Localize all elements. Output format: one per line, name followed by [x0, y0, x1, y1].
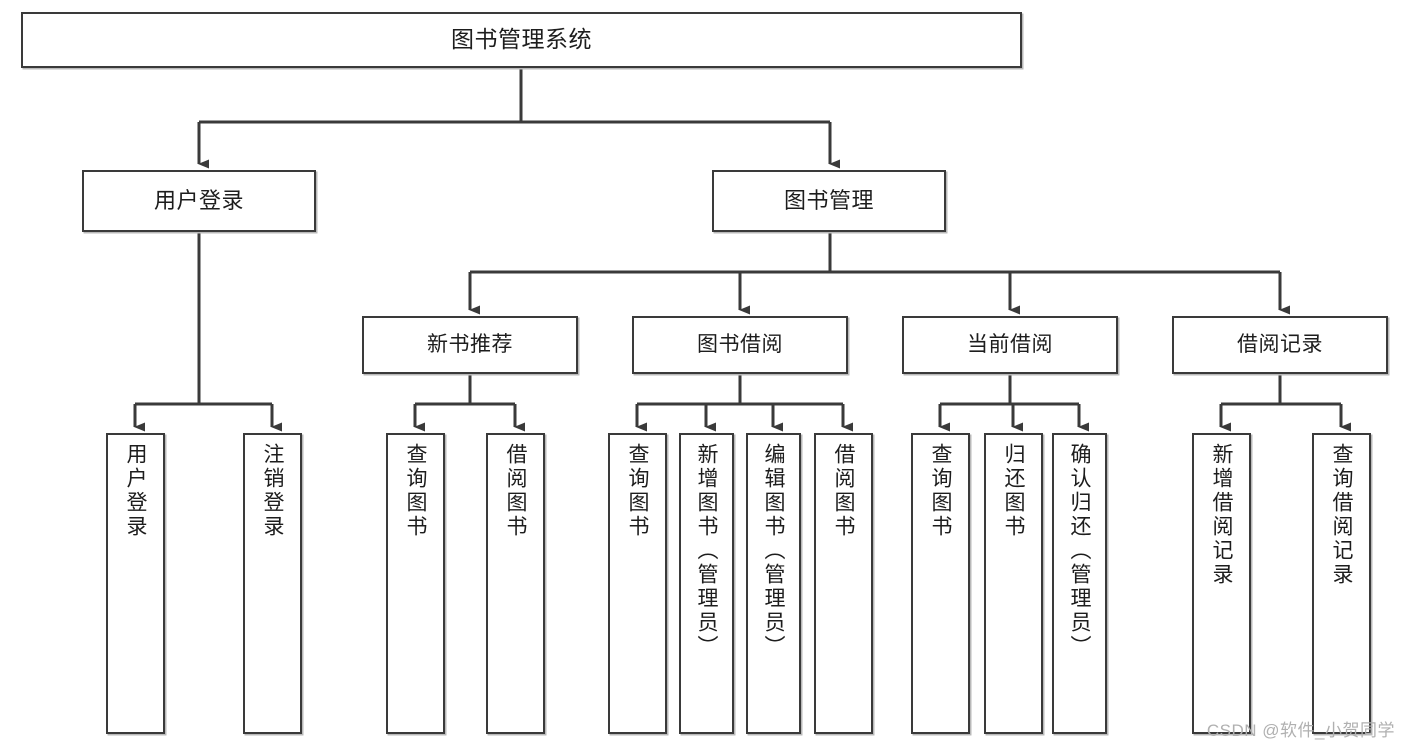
- node-leaf-edit-book[interactable]: 编辑图书（管理员）: [746, 433, 801, 734]
- node-book-borrow[interactable]: 图书借阅: [632, 316, 848, 374]
- node-leaf-user-login[interactable]: 用户登录: [106, 433, 165, 734]
- node-leaf-add-record[interactable]: 新增借阅记录: [1192, 433, 1251, 734]
- node-borrow-record[interactable]: 借阅记录: [1172, 316, 1388, 374]
- node-borrow-record-label: 借阅记录: [1237, 332, 1323, 356]
- node-leaf-query-book-2-label: 查询图书: [626, 443, 649, 539]
- node-book-manage[interactable]: 图书管理: [712, 170, 946, 232]
- node-leaf-query-book-3-label: 查询图书: [929, 443, 952, 539]
- node-leaf-edit-book-label: 编辑图书（管理员）: [762, 443, 785, 659]
- csdn-watermark: CSDN @软件_小贺同学: [1206, 721, 1395, 740]
- node-leaf-confirm-return-label: 确认归还（管理员）: [1068, 443, 1091, 659]
- node-leaf-query-book-1[interactable]: 查询图书: [386, 433, 445, 734]
- node-leaf-query-book-2[interactable]: 查询图书: [608, 433, 667, 734]
- node-leaf-borrow-book-1-label: 借阅图书: [504, 443, 527, 539]
- node-root-label: 图书管理系统: [451, 26, 592, 53]
- node-leaf-add-book-label: 新增图书（管理员）: [695, 443, 718, 659]
- node-book-borrow-label: 图书借阅: [697, 332, 783, 356]
- node-leaf-add-record-label: 新增借阅记录: [1210, 443, 1233, 587]
- node-leaf-return-book[interactable]: 归还图书: [984, 433, 1043, 734]
- node-leaf-user-login-label: 用户登录: [124, 443, 147, 539]
- node-leaf-query-book-3[interactable]: 查询图书: [911, 433, 970, 734]
- node-leaf-query-record-label: 查询借阅记录: [1330, 443, 1353, 587]
- node-leaf-add-book[interactable]: 新增图书（管理员）: [679, 433, 734, 734]
- node-current-borrow[interactable]: 当前借阅: [902, 316, 1118, 374]
- node-new-book-rec[interactable]: 新书推荐: [362, 316, 578, 374]
- node-current-borrow-label: 当前借阅: [967, 332, 1053, 356]
- node-leaf-user-logout-label: 注销登录: [261, 443, 284, 539]
- node-root[interactable]: 图书管理系统: [21, 12, 1022, 68]
- node-book-manage-label: 图书管理: [783, 188, 874, 214]
- node-leaf-query-record[interactable]: 查询借阅记录: [1312, 433, 1371, 734]
- node-leaf-query-book-1-label: 查询图书: [404, 443, 427, 539]
- node-new-book-rec-label: 新书推荐: [427, 332, 513, 356]
- node-leaf-confirm-return[interactable]: 确认归还（管理员）: [1052, 433, 1107, 734]
- node-user-login-label: 用户登录: [153, 188, 244, 214]
- node-user-login[interactable]: 用户登录: [82, 170, 316, 232]
- node-leaf-borrow-book-2[interactable]: 借阅图书: [814, 433, 873, 734]
- node-leaf-user-logout[interactable]: 注销登录: [243, 433, 302, 734]
- node-leaf-borrow-book-1[interactable]: 借阅图书: [486, 433, 545, 734]
- node-leaf-return-book-label: 归还图书: [1002, 443, 1025, 539]
- node-leaf-borrow-book-2-label: 借阅图书: [832, 443, 855, 539]
